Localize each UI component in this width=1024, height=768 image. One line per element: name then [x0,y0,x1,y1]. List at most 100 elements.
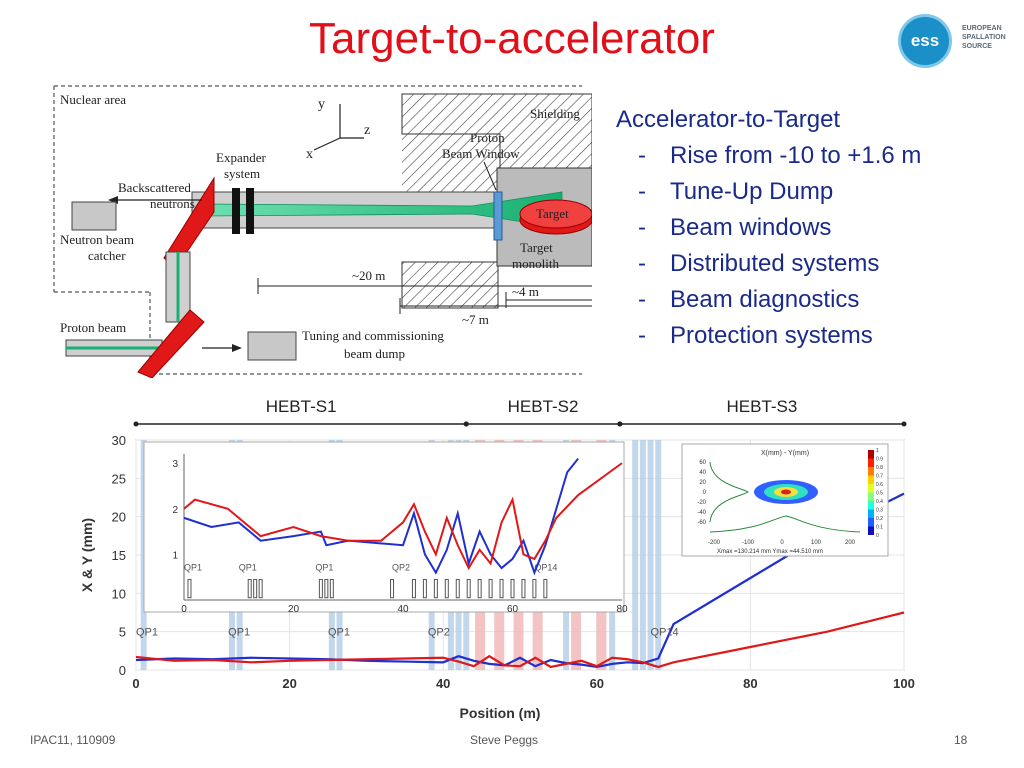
beam-dump-label: beam dump [344,346,405,361]
profile-y-tick: -40 [697,510,706,516]
profile-x-tick: -100 [742,540,755,546]
y-tick-label: 10 [112,586,126,601]
colorbar-segment [868,492,874,501]
bullet-item: -Beam diagnostics [638,286,860,313]
y-tick-label: 0 [119,663,126,678]
bullet-item: -Beam windows [638,214,832,241]
bullet-item: -Rise from -10 to +1.6 m [638,142,922,169]
colorbar-label: 0.1 [876,525,883,531]
x-axis-label: Position (m) [460,705,541,721]
profile-y-tick: 40 [699,470,706,476]
quad-label: QP1 [136,627,158,639]
inset-element [258,578,263,599]
neutrons-label: neutrons [150,196,195,211]
quadrupole-marker [655,440,662,670]
quad-label: QP1 [228,627,250,639]
quad-label: QP14 [651,627,679,639]
footer-page-number: 18 [954,733,968,747]
ess-logo-mark: ess [898,14,952,68]
colorbar-label: 0.9 [876,457,883,463]
inset-element [455,578,460,599]
inset-element [433,578,438,599]
ess-logo: ess EUROPEAN SPALLATION SOURCE [898,12,1008,70]
x-tick-label: 0 [132,676,139,691]
inset-element [466,578,471,599]
section-arrow-end [463,421,469,427]
colorbar-label: 0.2 [876,516,883,522]
colorbar-segment [868,509,874,518]
shielding-label: Shielding [530,106,580,121]
colorbar-segment [868,526,874,535]
backscattered-label: Backscattered [118,180,191,195]
inset-x-tick: 0 [181,604,187,615]
inset-x-tick: 60 [507,604,519,615]
inset-element [247,578,252,599]
inset-quad-label: QP1 [239,562,257,572]
x-tick-label: 80 [743,676,757,691]
profile-y-tick: 60 [699,460,706,466]
colorbar-label: 0.7 [876,474,883,480]
colorbar-label: 0.6 [876,482,883,488]
inset-element [499,578,504,599]
section-label: HEBT-S3 [726,397,797,416]
inset-y-tick: 2 [172,505,178,516]
inset-quad-label: QP14 [534,562,557,572]
target-monolith-label-1: Target [520,240,553,255]
inset-element [510,578,515,599]
beam-window-label: Beam Window [442,146,520,161]
inset-element [318,578,323,599]
dist-4m-label: ~4 m [512,284,539,299]
colorbar-segment [868,450,874,459]
axis-y-label: y [318,97,325,112]
inset-y-tick: 1 [172,550,178,561]
y-tick-label: 25 [112,471,126,486]
expander-system-label: system [224,166,260,181]
inset-x-tick: 20 [288,604,300,615]
profile-y-tick: 20 [699,480,706,486]
colorbar-segment [868,467,874,476]
colorbar-segment [868,518,874,527]
bullet-item: -Tune-Up Dump [638,178,834,205]
inset-x-tick: 80 [616,604,628,615]
inset-quad-label: QP1 [315,562,333,572]
inset-element [422,578,427,599]
inset-x-tick: 40 [397,604,409,615]
colorbar-segment [868,475,874,484]
inset-quad-label: QP1 [184,562,202,572]
colorbar-label: 0.4 [876,499,883,505]
proton-label: Proton [470,130,505,145]
inset-y-tick: 3 [172,459,178,470]
target-label: Target [536,206,569,221]
quadrupole-marker [647,440,654,670]
quadrupole-marker [639,440,646,670]
profile-footer: Xmax =130.214 mm Ymax =44.510 mm [717,549,823,555]
target-monolith-label-2: monolith [512,256,559,271]
profile-x-tick: 100 [811,540,822,546]
inset-envelope-line [183,462,623,571]
quad-label: QP2 [428,627,450,639]
y-tick-label: 5 [119,625,126,640]
bullet-item: -Protection systems [638,322,873,349]
inset-element [329,578,334,599]
inset-quad-label: QP2 [392,562,410,572]
section-label: HEBT-S2 [508,397,579,416]
profile-x-tick: 200 [845,540,856,546]
nuclear-area-label: Nuclear area [60,92,126,107]
neutron-catcher-label: Neutron beam [60,232,134,247]
inset-element [521,578,526,599]
colorbar-segment [868,501,874,510]
inset-element [477,578,482,599]
x-tick-label: 100 [893,676,915,691]
section-arrow-end [617,421,623,427]
bullet-item: -Distributed systems [638,250,880,277]
bullet-list: Accelerator-to-Target -Rise from -10 to … [616,102,921,354]
beam-envelope-line [135,611,905,669]
inset-element [324,578,329,599]
slide-title: Target-to-accelerator [309,14,715,63]
profile-x-tick: -200 [708,540,721,546]
y-tick-label: 30 [112,433,126,448]
expander-label: Expander [216,150,266,165]
profile-x-tick: 0 [780,540,784,546]
